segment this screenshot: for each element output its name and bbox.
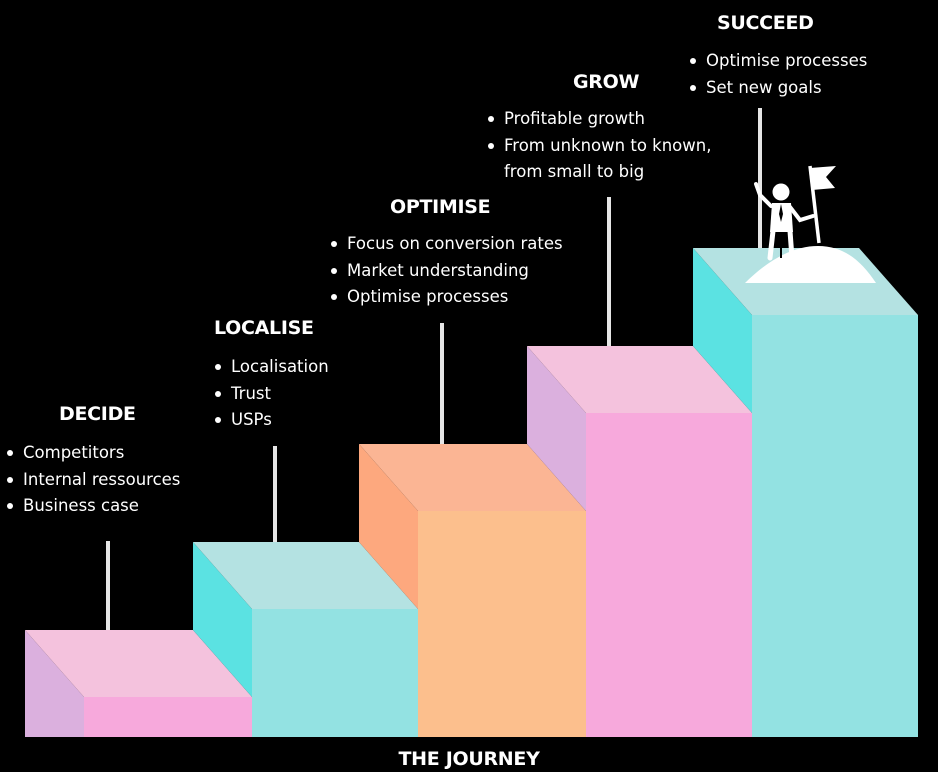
step-decide-top (25, 630, 252, 697)
step-succeed-front (752, 315, 918, 737)
step-decide-front (84, 697, 252, 737)
stage-title-succeed: SUCCEED (717, 12, 814, 34)
stem-succeed (758, 108, 762, 248)
stem-localise (273, 446, 277, 542)
step-grow (527, 346, 752, 737)
list-item: Profitable growth (488, 106, 711, 133)
list-item: Business case (7, 493, 180, 520)
stage-title-optimise: OPTIMISE (390, 196, 491, 218)
bullet-line: from small to big (504, 162, 645, 181)
step-optimise (359, 444, 586, 737)
stage-bullets-grow: Profitable growth From unknown to known,… (488, 106, 711, 186)
list-item: Optimise processes (331, 284, 563, 311)
list-item: Focus on conversion rates (331, 231, 563, 258)
list-item: Internal ressources (7, 467, 180, 494)
step-localise-side (193, 542, 252, 697)
stage-bullets-decide: Competitors Internal ressources Business… (7, 440, 180, 520)
list-item: Optimise processes (690, 48, 867, 75)
step-decide-side (25, 630, 84, 737)
stage-title-decide: DECIDE (59, 403, 136, 425)
footer-title: THE JOURNEY (398, 748, 540, 770)
list-item: Market understanding (331, 258, 563, 285)
step-succeed-side (693, 248, 752, 413)
bullet-line: From unknown to known, (504, 135, 712, 155)
step-localise-top (193, 542, 418, 609)
person-with-flag-icon (745, 165, 876, 283)
stem-optimise (440, 323, 444, 444)
list-item: Set new goals (690, 75, 867, 102)
step-optimise-top (359, 444, 586, 511)
step-grow-side (527, 346, 586, 511)
step-localise (193, 542, 418, 737)
step-decide (25, 630, 252, 737)
step-grow-front (586, 413, 752, 737)
stage-title-localise: LOCALISE (214, 317, 314, 339)
step-grow-top (527, 346, 752, 413)
stem-grow (607, 197, 611, 346)
list-item: Localisation (215, 354, 329, 381)
stage-title-grow: GROW (573, 71, 640, 93)
list-item: USPs (215, 407, 329, 434)
step-localise-front (252, 609, 418, 737)
list-item: Trust (215, 381, 329, 408)
stage-bullets-succeed: Optimise processes Set new goals (690, 48, 867, 101)
step-succeed (693, 248, 918, 737)
stage-bullets-localise: Localisation Trust USPs (215, 354, 329, 434)
step-optimise-front (418, 511, 586, 737)
summit-mound-icon (745, 246, 876, 283)
stem-decide (106, 541, 110, 630)
stage-bullets-optimise: Focus on conversion rates Market underst… (331, 231, 563, 311)
step-optimise-side (359, 444, 418, 609)
list-item: Competitors (7, 440, 180, 467)
list-item: From unknown to known, from small to big (488, 133, 711, 186)
